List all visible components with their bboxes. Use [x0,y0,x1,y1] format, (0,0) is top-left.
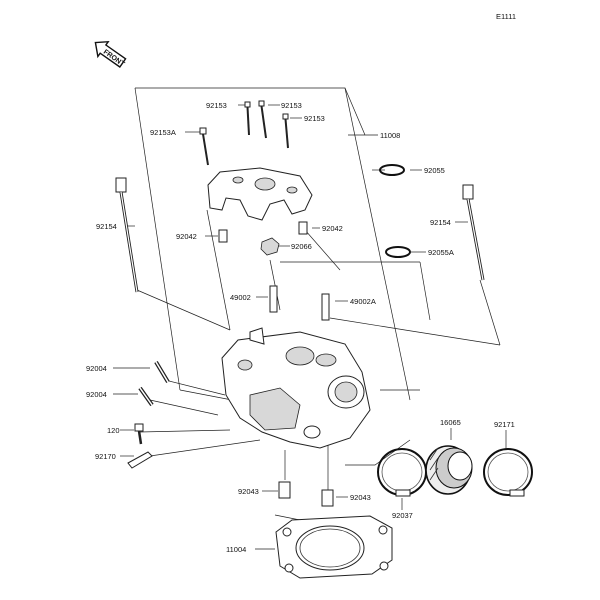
dowel-pin-left [218,229,228,243]
camshaft-cap [207,167,313,221]
o-ring-92055A [385,246,411,258]
label-92037: 92037 [392,511,413,520]
label-92154-right: 92154 [430,218,451,227]
label-92055A: 92055A [428,248,454,257]
label-92153-lower: 92153 [304,114,325,123]
label-92153-left: 92153 [206,101,227,110]
leader-lines [113,104,507,550]
label-120: 120 [107,426,120,435]
label-92042-left: 92042 [176,232,197,241]
stud-bolt-left [115,177,139,293]
label-92043-right: 92043 [350,493,371,502]
label-11008: 11008 [380,131,400,140]
o-ring-92055 [379,164,405,176]
valve-guide-49002A [321,293,330,321]
stud-bolt-right [462,184,485,281]
clamp-92171 [483,448,533,497]
cylinder-head [221,327,371,449]
label-11004: 11004 [226,545,246,554]
front-arrow-icon: FRONT [94,40,127,69]
label-49002: 49002 [230,293,251,302]
stud-92004-b [138,386,154,407]
label-92004-b: 92004 [86,390,107,399]
clamp-92037 [377,448,427,497]
part-labels: 92153 92153 92153 92153A 11008 92055 921… [86,101,515,554]
intake-pipe-16065 [425,445,473,495]
label-92043-left: 92043 [238,487,259,496]
dowel-92043-right [321,489,334,507]
camshaft-cap-bolts [199,100,289,166]
bracket-92170 [127,451,153,469]
nut-92066 [260,237,280,256]
label-92004-a: 92004 [86,364,107,373]
label-16065: 16065 [440,418,461,427]
label-49002A: 49002A [350,297,376,306]
label-92055: 92055 [424,166,445,175]
diagram-id: E1111 [496,12,516,21]
label-92154-left: 92154 [96,222,117,231]
label-92153A: 92153A [150,128,176,137]
label-92153-right: 92153 [281,101,302,110]
valve-guide-49002 [269,285,278,313]
label-92042-right: 92042 [322,224,343,233]
dowel-92043-left [278,481,291,499]
dowel-pin-right [298,221,308,235]
head-gasket-11004 [275,515,393,579]
label-92066: 92066 [291,242,312,251]
stud-92004-a [154,360,170,384]
label-92171: 92171 [494,420,515,429]
label-92170: 92170 [95,452,116,461]
bolt-120 [134,423,144,445]
reference-frame [134,87,411,401]
